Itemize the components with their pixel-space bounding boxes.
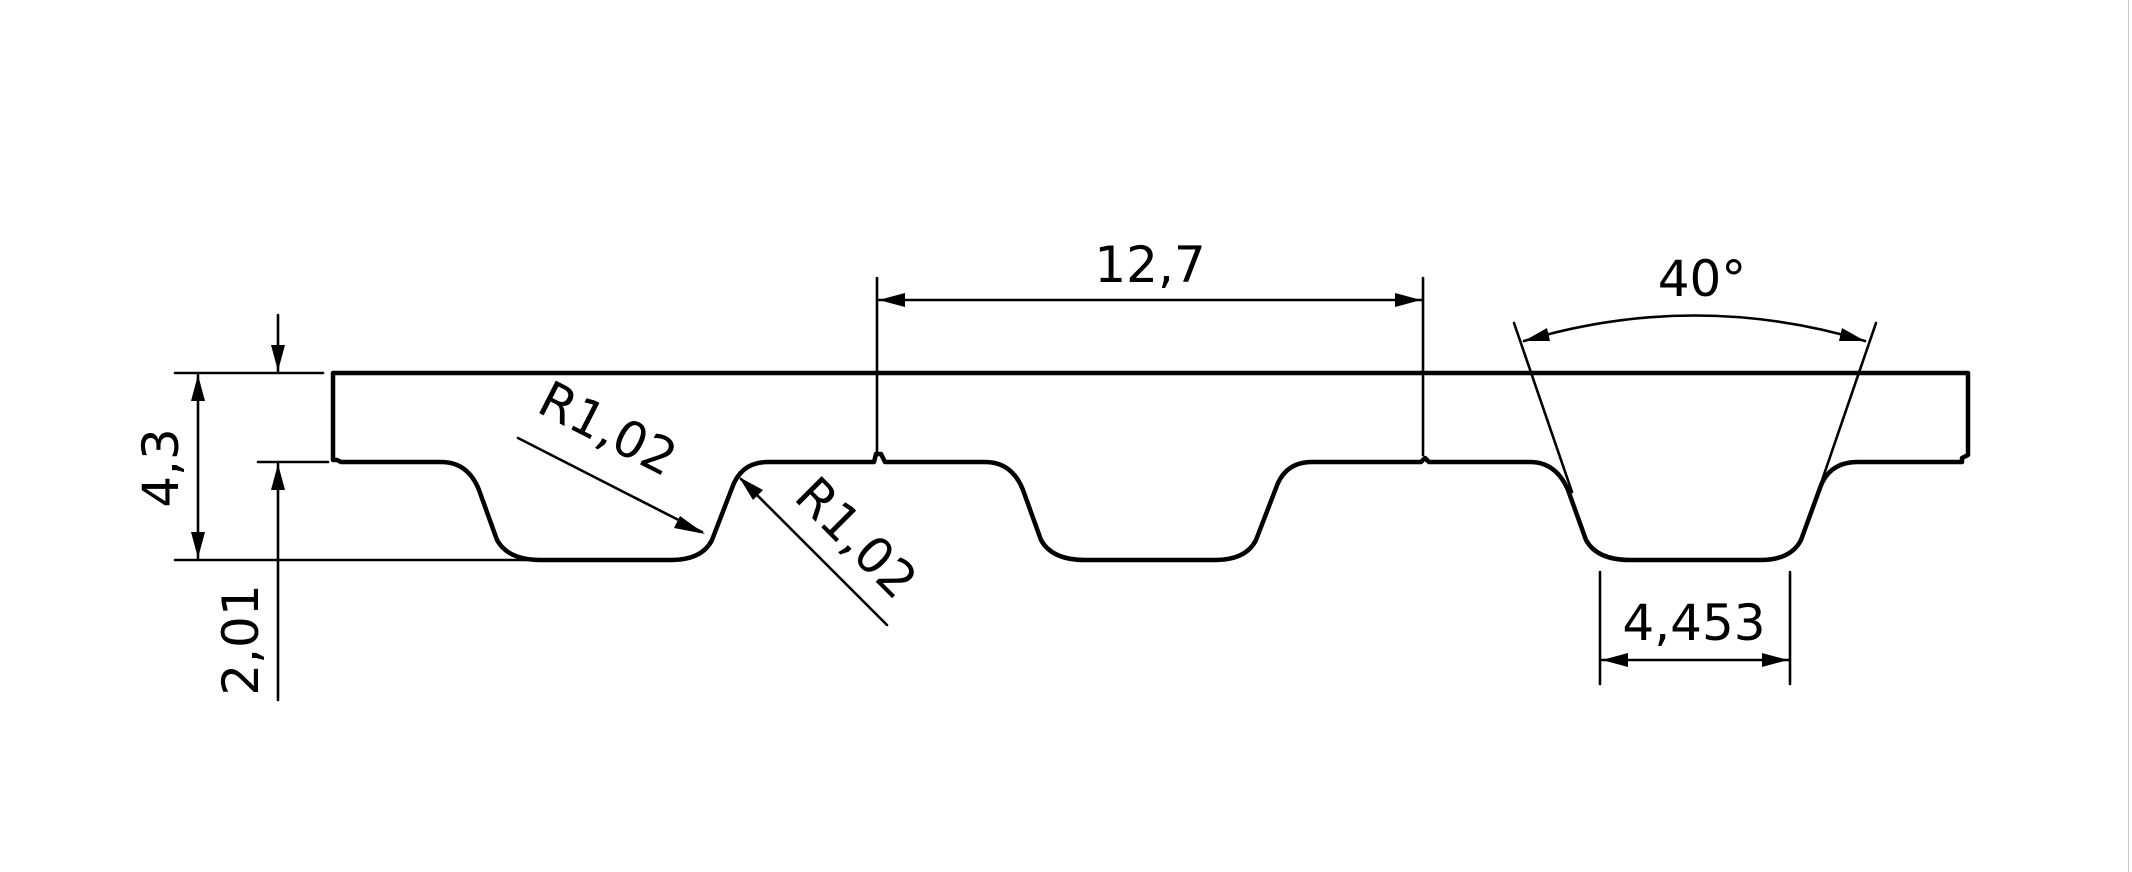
tooth-width-arrow-left: [1602, 653, 1628, 667]
pitch-label: 12,7: [1094, 236, 1205, 294]
root-radius-label: R1,02: [784, 466, 928, 610]
tooth-width-arrow-right: [1762, 653, 1788, 667]
angle-arc: [1522, 314, 1867, 343]
tooth-height-arrow-top: [271, 345, 285, 371]
total-height-arrow-top: [191, 375, 205, 401]
tooth-width-label: 4,453: [1622, 594, 1765, 652]
tooth-height-label: 2,01: [212, 584, 270, 695]
angle-arrow-left: [1524, 328, 1550, 341]
page-right-border: [2128, 0, 2129, 872]
pitch-arrow-left: [879, 293, 905, 307]
tooth-height-arrow-bottom: [271, 464, 285, 490]
total-height-label: 4,3: [132, 428, 190, 508]
pitch-arrow-right: [1395, 293, 1421, 307]
root-radius-arrow: [739, 477, 763, 500]
root-radius-leader: [739, 477, 889, 627]
belt-profile-outline: [330, 370, 1971, 563]
top-radius-arrow: [674, 516, 705, 534]
tooth-angle-label: 40°: [1658, 250, 1747, 308]
top-radius-label: R1,02: [529, 370, 685, 488]
total-height-arrow-bottom: [191, 532, 205, 558]
angle-extension-line-right: [1816, 321, 1878, 494]
top-radius-leader: [516, 436, 704, 534]
angle-extension-line-left: [1512, 321, 1574, 494]
angle-arrow-right: [1839, 328, 1865, 341]
